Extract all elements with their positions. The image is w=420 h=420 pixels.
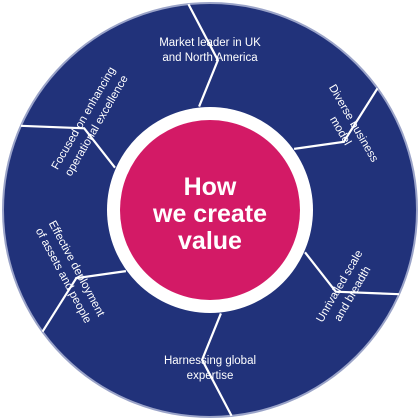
hub-label-line-2: we create — [152, 200, 267, 228]
segment-divider-2 — [293, 87, 379, 150]
segment-divider-3 — [304, 251, 400, 296]
segment-label-line-1: Market leader in UK — [159, 37, 261, 49]
center-hub — [120, 120, 300, 300]
segment-label-line-2: and North America — [162, 52, 258, 64]
segment-market-leader: Market leader in UK and North America — [159, 37, 261, 64]
segment-label-line-1: Harnessing global — [164, 355, 256, 367]
segment-harnessing-global-expertise: Harnessing global expertise — [164, 355, 256, 382]
segment-dividers — [20, 3, 400, 417]
segment-divider-4 — [200, 312, 233, 417]
segment-divider-6 — [20, 124, 116, 169]
segment-divider-5 — [41, 270, 127, 333]
hub-label-line-1: How — [184, 173, 237, 201]
hub-label-line-3: value — [178, 227, 242, 255]
segment-divider-1 — [187, 3, 220, 108]
segment-label-line-2: expertise — [187, 370, 234, 382]
